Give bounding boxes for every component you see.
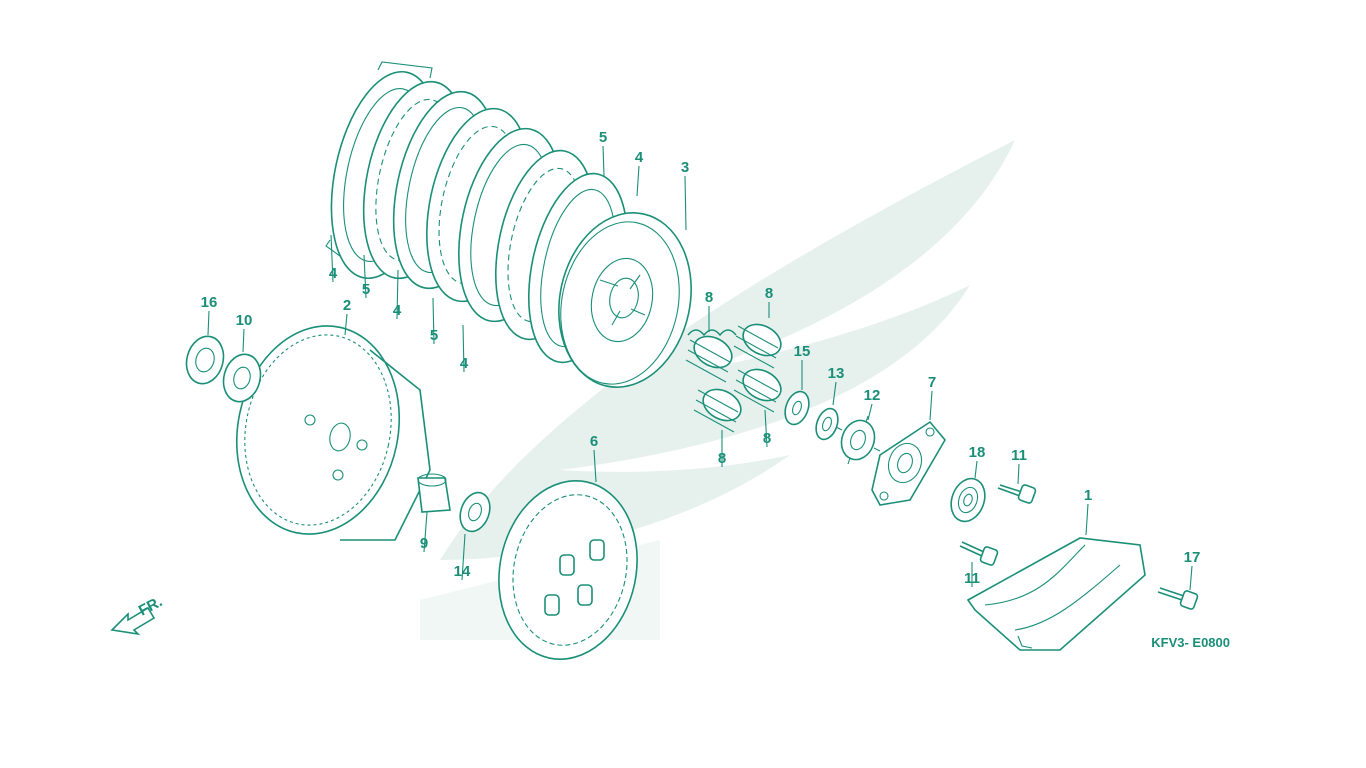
callout-7: 7 xyxy=(928,374,936,391)
callout-11: 11 xyxy=(964,570,980,587)
leader-line-9 xyxy=(423,511,428,553)
callout-5: 5 xyxy=(430,327,438,344)
callout-9: 9 xyxy=(420,535,428,552)
leader-line-4 xyxy=(462,324,465,373)
leader-line-14 xyxy=(461,533,466,581)
callout-8: 8 xyxy=(705,289,713,306)
bearing-18 xyxy=(950,477,986,523)
collar-9 xyxy=(417,473,451,513)
leader-line-4 xyxy=(396,269,399,320)
callout-18: 18 xyxy=(969,444,986,461)
callout-2: 2 xyxy=(343,297,351,314)
callout-15: 15 xyxy=(794,343,811,360)
callout-8: 8 xyxy=(765,285,773,302)
clutch-spring-1 xyxy=(685,329,737,383)
callout-8: 8 xyxy=(718,450,726,467)
leader-line-16 xyxy=(207,310,210,336)
callout-17: 17 xyxy=(1184,549,1201,566)
clutch-spring-2 xyxy=(733,323,782,369)
leader-line-5 xyxy=(602,145,605,177)
clutch-spring-3 xyxy=(693,388,742,433)
callout-5: 5 xyxy=(599,129,607,146)
clutch-cover-1 xyxy=(966,537,1146,651)
leader-line-11 xyxy=(1017,463,1020,485)
lifter-cam-12 xyxy=(835,415,881,465)
leader-line-4 xyxy=(636,165,640,197)
callout-1: 1 xyxy=(1084,487,1092,504)
leader-line-4 xyxy=(330,234,334,283)
callout-3: 3 xyxy=(681,159,689,176)
callout-11: 11 xyxy=(1011,447,1027,464)
leader-line-6 xyxy=(593,449,597,483)
leader-line-10 xyxy=(242,328,245,353)
callout-6: 6 xyxy=(590,433,598,450)
callout-8: 8 xyxy=(763,430,771,447)
lifter-plate-7 xyxy=(871,420,946,506)
washer-15 xyxy=(784,390,810,426)
callout-4: 4 xyxy=(460,355,469,372)
callout-4: 4 xyxy=(393,302,402,319)
washer-13 xyxy=(815,407,839,441)
leader-line-2 xyxy=(344,313,348,336)
leader-line-13 xyxy=(832,381,837,406)
drawing-code: KFV3- E0800 xyxy=(1151,635,1230,650)
callout-10: 10 xyxy=(236,312,253,329)
front-direction-arrow xyxy=(110,606,156,636)
callout-5: 5 xyxy=(362,281,370,298)
leader-line-12 xyxy=(867,403,873,421)
bolt-11-upper xyxy=(997,484,1037,504)
pressure-plate-6 xyxy=(498,480,638,660)
clutch-outer-housing-2 xyxy=(235,325,431,541)
nut-10 xyxy=(222,353,262,403)
clutch-center xyxy=(558,212,692,388)
bolt-17 xyxy=(1157,587,1199,610)
clutch-spring-4 xyxy=(733,368,782,413)
callout-14: 14 xyxy=(454,563,471,580)
callout-4: 4 xyxy=(635,149,644,166)
leader-line-5 xyxy=(432,297,435,345)
callout-4: 4 xyxy=(329,265,338,282)
leader-line-8 xyxy=(764,409,768,448)
leader-line-3 xyxy=(684,175,687,231)
callout-12: 12 xyxy=(864,387,881,404)
leader-line-17 xyxy=(1189,565,1193,591)
callout-leader-lines xyxy=(207,145,1193,591)
bolt-11-lower xyxy=(959,541,999,566)
leader-line-5 xyxy=(363,254,367,299)
lock-washer-16 xyxy=(185,335,225,385)
callout-16: 16 xyxy=(201,294,218,311)
leader-line-18 xyxy=(974,460,978,479)
leader-line-1 xyxy=(1085,503,1089,536)
leader-line-7 xyxy=(929,390,933,421)
thrust-washer-14 xyxy=(459,491,491,533)
callout-13: 13 xyxy=(828,365,845,382)
